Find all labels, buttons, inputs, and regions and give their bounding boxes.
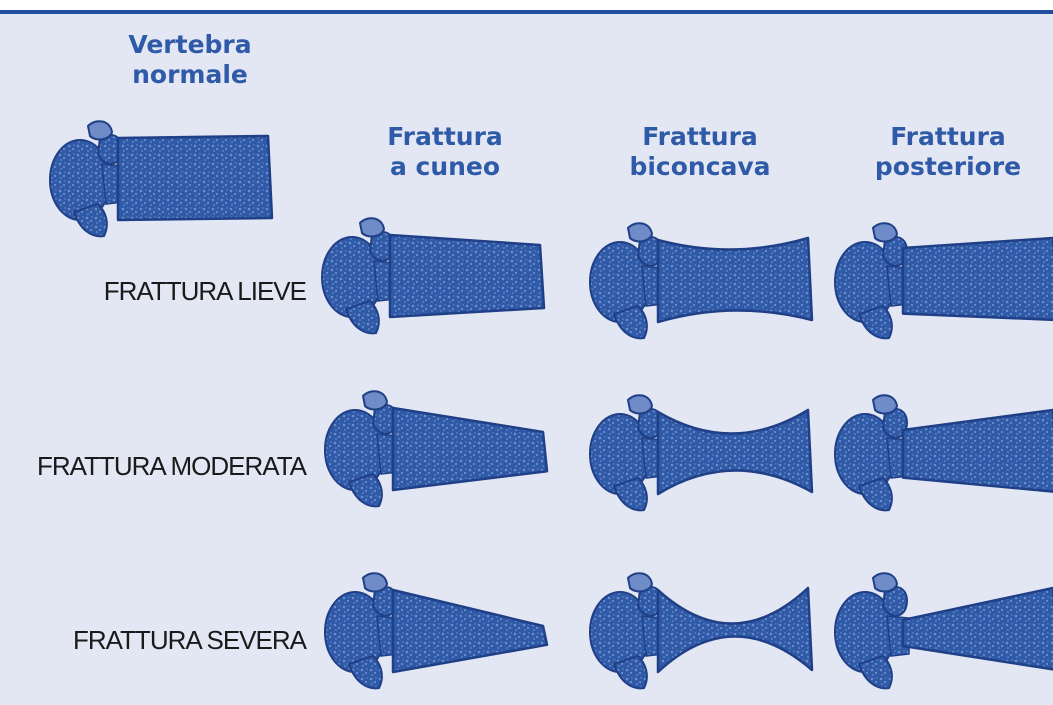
vertebra-posterior-moderate [825, 382, 1053, 522]
vertebra-posterior-severe [825, 560, 1053, 700]
header-biconcave-fracture: Frattura biconcava [620, 122, 780, 182]
vertebra-wedge-moderate [315, 378, 560, 518]
vertebra-posterior-mild [825, 210, 1053, 350]
vertebra-biconcave-moderate [580, 382, 825, 522]
vertebra-wedge-severe [315, 560, 560, 700]
header-normal-vertebra: Vertebra normale [120, 30, 260, 90]
row-label-severe: FRATTURA SEVERA [20, 625, 306, 656]
vertebra-normal [40, 108, 285, 248]
row-label-moderate: FRATTURA MODERATA [10, 451, 306, 482]
vertebra-wedge-mild [312, 205, 557, 345]
header-wedge-fracture: Frattura a cuneo [375, 122, 515, 182]
row-label-mild: FRATTURA LIEVE [20, 276, 306, 307]
vertebra-biconcave-mild [580, 210, 825, 350]
top-rule [0, 0, 1053, 14]
header-posterior-fracture: Frattura posteriore [868, 122, 1028, 182]
vertebra-biconcave-severe [580, 560, 825, 700]
